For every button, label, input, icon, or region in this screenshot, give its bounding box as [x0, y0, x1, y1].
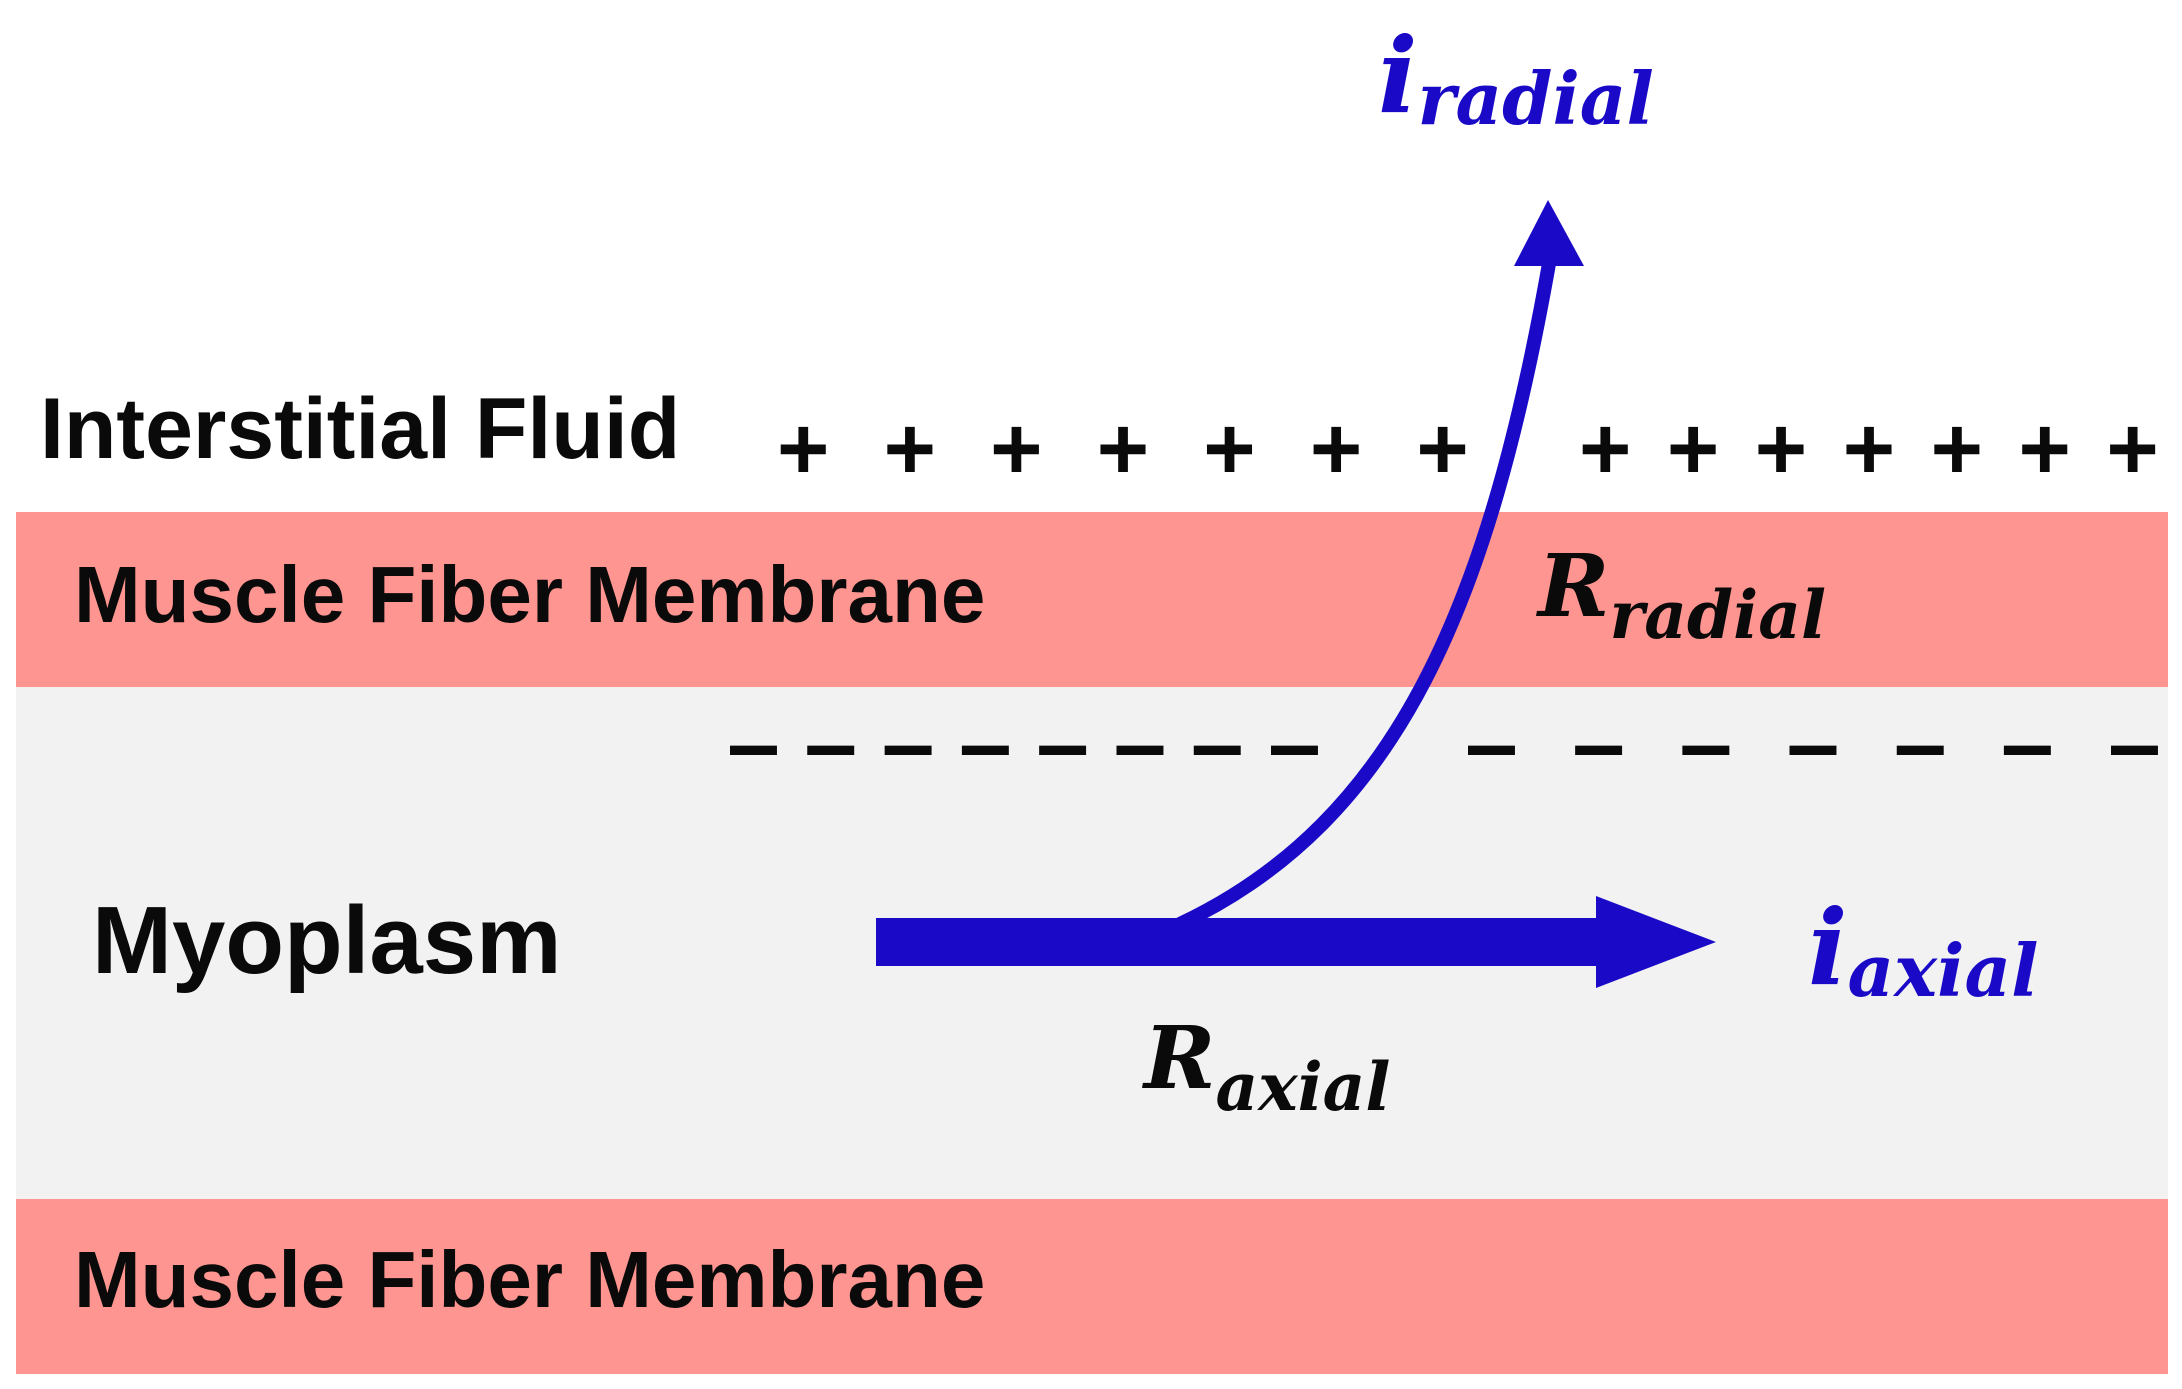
axial-current-arrow-shaft — [876, 918, 1606, 966]
positive-charges-right: + + + + + + + — [1580, 398, 2158, 496]
radial-current-subscript: radial — [1418, 56, 1654, 141]
axial-current-symbol: i — [1808, 886, 1848, 1009]
radial-resistance-symbol: R — [1535, 536, 1609, 637]
axial-resistance-subscript: axial — [1215, 1048, 1390, 1126]
negative-charges-right: – – – – – – – — [1468, 701, 2158, 791]
axial-current-subscript: axial — [1848, 928, 2039, 1013]
myoplasm-label: Myoplasm — [92, 887, 561, 994]
axial-resistance-label: Raxial — [1141, 1008, 1391, 1126]
radial-resistance-subscript: radial — [1609, 576, 1826, 654]
radial-current-label: iradial — [1378, 14, 1654, 141]
negative-charges-left: – – – – – – – – — [730, 701, 1318, 791]
membrane-bottom-band — [16, 1199, 2168, 1374]
membrane-top-band — [16, 512, 2168, 687]
radial-resistance-label: Rradial — [1535, 536, 1826, 654]
positive-charges-left: + + + + + + + — [778, 398, 1468, 496]
radial-current-arrow-head — [1514, 200, 1584, 266]
interstitial-fluid-label: Interstitial Fluid — [40, 381, 680, 477]
axial-current-label: iaxial — [1808, 886, 2038, 1013]
axial-current-arrow-head — [1596, 896, 1716, 988]
radial-current-symbol: i — [1378, 14, 1418, 137]
axial-resistance-symbol: R — [1141, 1008, 1215, 1109]
radial-current-arrow-curve — [1173, 251, 1557, 931]
interstitial-fluid-region — [0, 0, 2182, 512]
membrane-bottom-label: Muscle Fiber Membrane — [74, 1235, 985, 1324]
membrane-top-label: Muscle Fiber Membrane — [74, 550, 985, 639]
